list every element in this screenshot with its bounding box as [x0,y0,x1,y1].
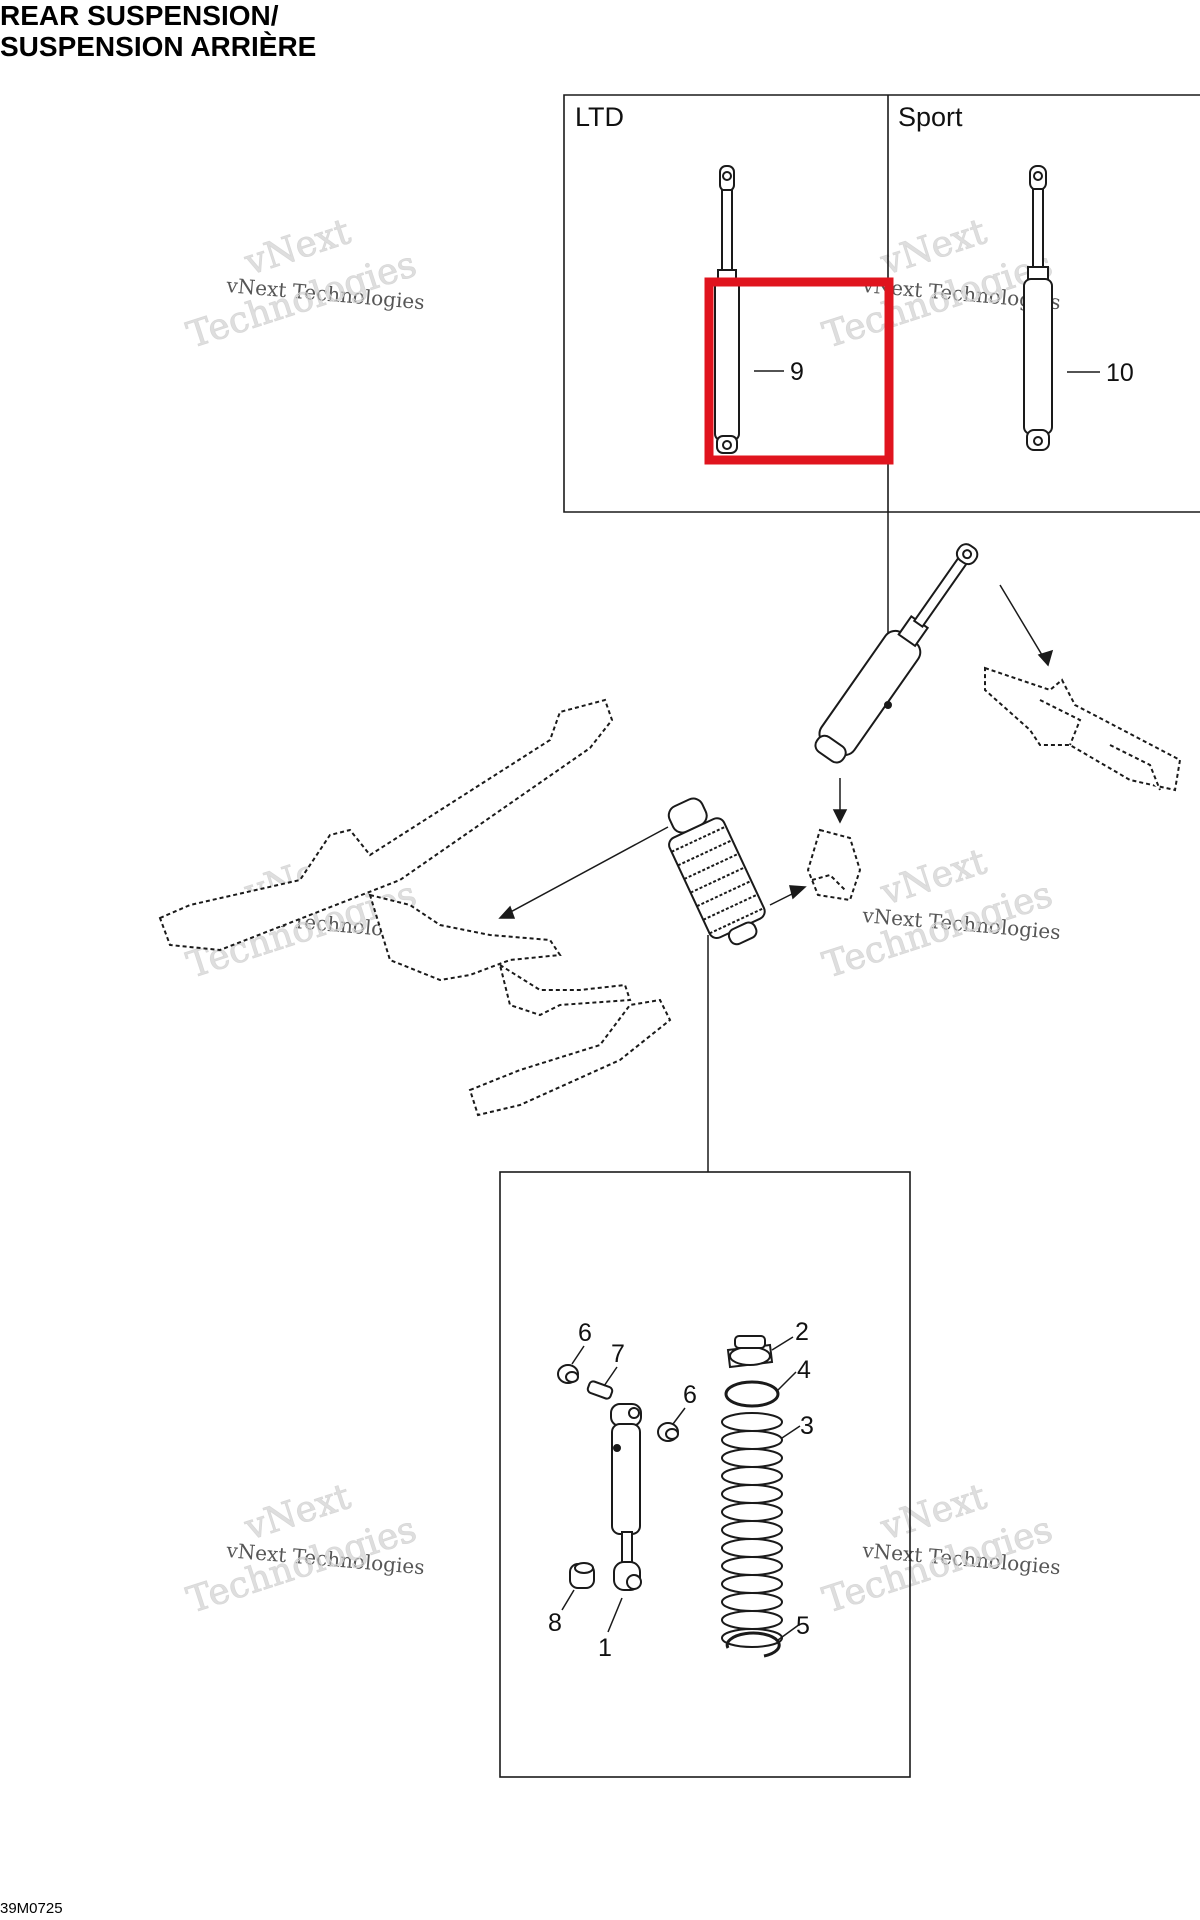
variant-label-sport: Sport [898,102,963,132]
center-spring-shock [667,797,766,946]
variant-label-ltd: LTD [575,102,624,132]
rocker-link [806,828,862,902]
highlight-box [704,277,894,465]
part-3-spring [721,1412,783,1648]
part-4-ring [724,1380,780,1408]
callout-8: 8 [548,1609,562,1637]
shock-absorber-sport [1023,165,1053,451]
front-arm-assembly [984,666,1182,792]
watermark-bottom-right: vNext vNext Technologies Technologies [818,1476,1062,1622]
part-5-clip [725,1631,781,1658]
detail-box [499,1171,911,1778]
skid-frame [158,698,672,1117]
part-6-bushing-right [657,1422,679,1442]
callout-6-left: 6 [578,1319,592,1347]
drawing-id: 39M0725 [0,1900,63,1917]
callout-9: 9 [790,358,804,386]
part-2-spring-retainer [726,1335,774,1369]
part-1-shock-body [610,1403,642,1591]
front-arm-shock [814,543,979,764]
title-line-2: SUSPENSION ARRIÈRE [0,31,317,62]
part-6-bushing-left [557,1364,579,1384]
callout-6-right: 6 [683,1381,697,1409]
callout-10: 10 [1106,359,1134,387]
callout-1: 1 [598,1634,612,1662]
shock-absorber-ltd [714,165,740,454]
callout-4: 4 [797,1356,811,1384]
callout-7: 7 [611,1340,625,1368]
watermark-top-left: vNext vNext Technologies Technologies [182,211,426,357]
page-title: REAR SUSPENSION/ SUSPENSION ARRIÈRE [0,0,316,62]
callout-5: 5 [796,1612,810,1640]
callout-3: 3 [800,1412,814,1440]
part-7-pin [586,1380,614,1400]
watermark-bottom-left: vNext vNext Technologies Technologies [182,1476,426,1622]
callout-2: 2 [795,1318,809,1346]
part-8-bushing [569,1562,595,1589]
callout-leaders [561,1336,801,1641]
title-line-1: REAR SUSPENSION/ [0,0,279,31]
